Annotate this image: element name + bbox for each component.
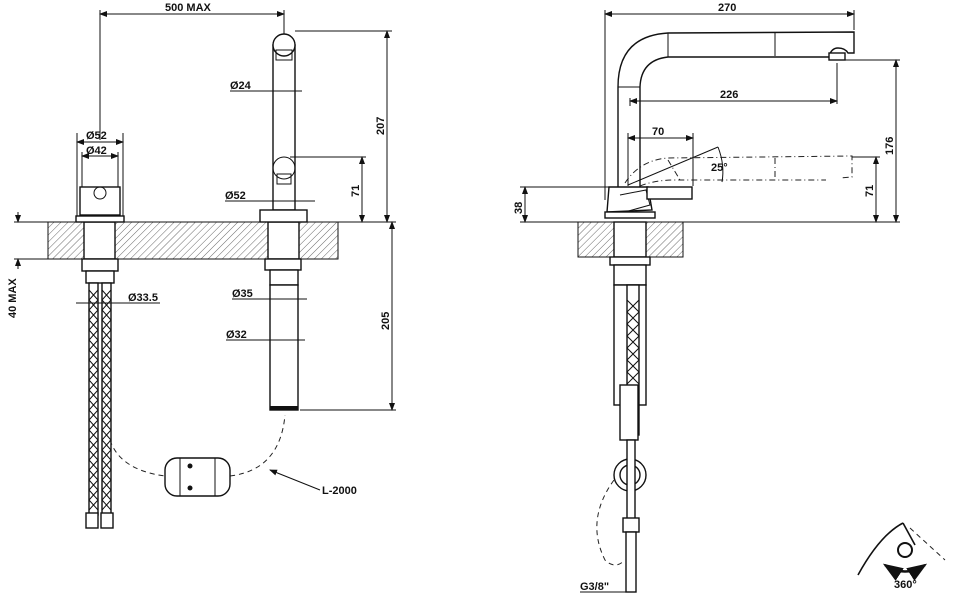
- spout-side: [604, 31, 855, 219]
- pulled-out-spout-dashed: [624, 146, 853, 187]
- rotation-360-icon: 360°: [857, 522, 946, 591]
- spout-reach-label: 226: [720, 89, 738, 101]
- spout-base-dia-label: Ø52: [225, 190, 246, 202]
- side-dimensions: 270 226 70 25° 176 71 38 G3/8": [513, 2, 900, 593]
- countertop-section: [47, 221, 339, 260]
- spout-front: [259, 33, 308, 411]
- total-height-label: 207: [375, 117, 387, 135]
- hose-length-label: L-2000: [322, 485, 357, 497]
- lever-height-label: 71: [350, 185, 362, 197]
- outlet-height-label: 176: [884, 137, 896, 155]
- base-height-label: 38: [513, 202, 525, 214]
- lever-height-side-label: 71: [864, 185, 876, 197]
- spout-dia-label: Ø24: [230, 80, 252, 92]
- mixer-handle-body: [75, 140, 125, 284]
- rotation-label: 360°: [894, 579, 917, 591]
- hose-dia-label: Ø33.5: [128, 292, 158, 304]
- shank-dia-label: Ø32: [226, 329, 247, 341]
- handle-inner-dia-label: Ø42: [86, 145, 107, 157]
- lever-reach-label: 70: [652, 126, 664, 138]
- width-max-label: 500 MAX: [165, 2, 212, 14]
- hoses-left: [85, 282, 114, 529]
- lever-angle-label: 25°: [711, 162, 728, 174]
- side-view: 270 226 70 25° 176 71 38 G3/8": [513, 2, 946, 593]
- total-reach-label: 270: [718, 2, 736, 14]
- below-counter-side: [596, 256, 651, 593]
- front-view: L-2000 500 MAX Ø52 Ø42 Ø24 Ø52 207 71: [7, 2, 396, 529]
- countertop-section-side: [577, 221, 684, 258]
- counter-thickness-label: 40 MAX: [7, 278, 19, 318]
- connection-label: G3/8": [580, 581, 609, 593]
- shank-nut-dia-label: Ø35: [232, 288, 253, 300]
- handle-outer-dia-label: Ø52: [86, 130, 107, 142]
- hose-connector: L-2000: [109, 414, 357, 497]
- below-counter-length-label: 205: [380, 312, 392, 330]
- front-dimensions: 500 MAX Ø52 Ø42 Ø24 Ø52 207 71 205: [7, 2, 396, 411]
